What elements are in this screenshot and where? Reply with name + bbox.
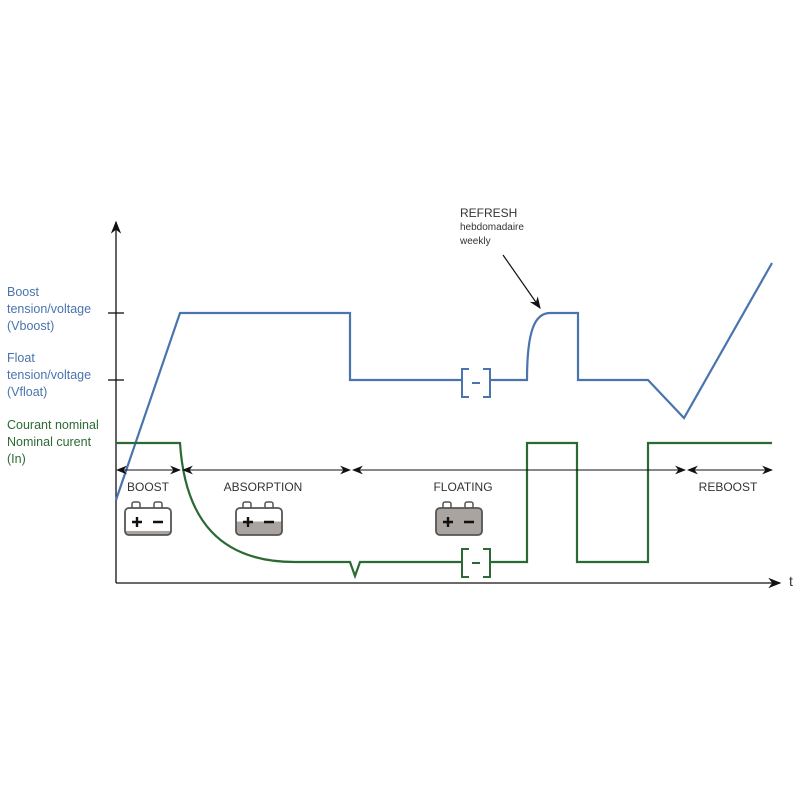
phase-label-floating: FLOATING — [433, 480, 493, 494]
current-label-line: Nominal curent — [7, 435, 92, 449]
battery-charge-fill — [436, 508, 482, 535]
x-axis-label: t — [789, 573, 793, 589]
vboost-label-line: tension/voltage — [7, 302, 92, 316]
refresh-title: REFRESH — [460, 206, 518, 220]
vboost-label: Boost tension/voltage (Vboost) — [7, 284, 91, 335]
battery-icon-absorption — [235, 501, 283, 536]
refresh-line2: weekly — [460, 236, 491, 247]
battery-charge-fill — [236, 521, 282, 535]
vfloat-label-line: Float — [7, 351, 35, 365]
battery-icon-boost — [124, 501, 172, 536]
vfloat-label-line: tension/voltage — [7, 368, 92, 382]
current-break-bracket — [461, 548, 491, 578]
current-label: Courant nominal Nominal curent (In) — [7, 417, 99, 468]
refresh-annotation: REFRESH hebdomadaire weekly — [460, 206, 524, 249]
current-label-line: (In) — [7, 452, 26, 466]
vfloat-label-line: (Vfloat) — [7, 385, 48, 399]
phase-label-boost: BOOST — [126, 480, 170, 494]
phase-label-absorption: ABSORPTION — [223, 480, 303, 494]
phase-label-reboost: REBOOST — [698, 480, 758, 494]
vboost-label-line: Boost — [7, 285, 39, 299]
battery-icon-floating — [435, 501, 483, 536]
vboost-label-line: (Vboost) — [7, 319, 55, 333]
battery-charge-fill — [125, 530, 171, 535]
current-label-line: Courant nominal — [7, 418, 99, 432]
refresh-pointer-arrow — [502, 254, 541, 309]
voltage-curve — [114, 262, 773, 501]
refresh-line1: hebdomadaire — [460, 222, 524, 233]
vfloat-label: Float tension/voltage (Vfloat) — [7, 350, 91, 401]
voltage-break-bracket — [461, 368, 491, 398]
